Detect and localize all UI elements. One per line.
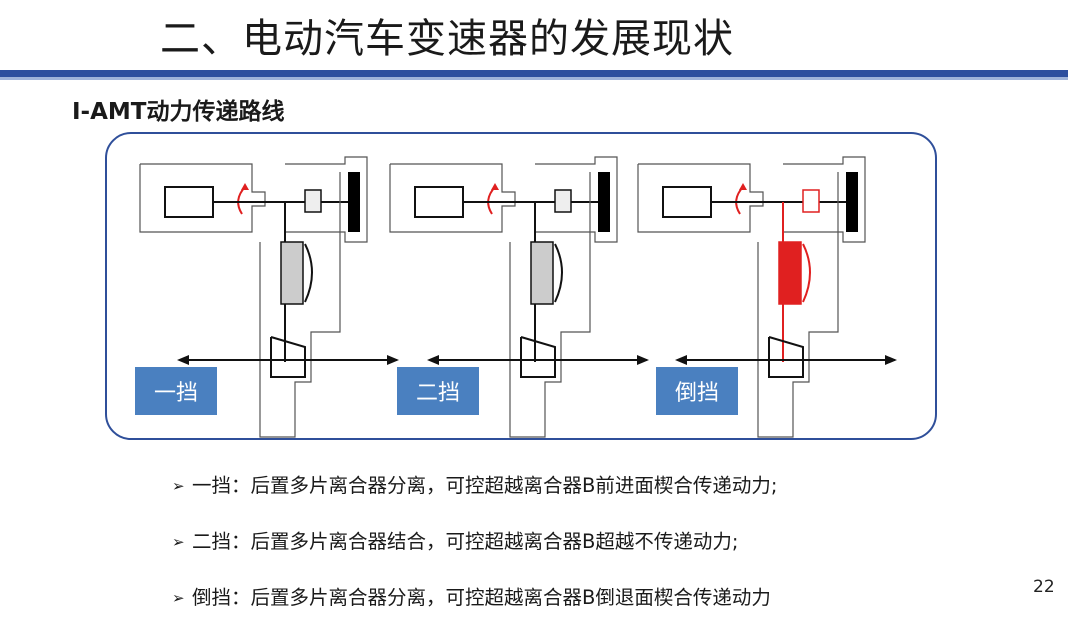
section-subtitle: I-AMT动力传递路线	[72, 99, 285, 125]
outer-case	[259, 172, 341, 438]
multi-plate-clutch	[530, 241, 554, 305]
motor-housing	[389, 163, 516, 233]
bullet-list: ➢ 一挡：后置多片离合器分离，可控超越离合器B前进面楔合传递动力; ➢ 二挡：后置多…	[172, 458, 777, 626]
brake-block	[598, 172, 610, 232]
differential	[270, 336, 306, 378]
motor-housing	[637, 163, 764, 233]
outer-case	[757, 172, 839, 438]
motor-rotor	[414, 186, 464, 218]
rotation-arrow-head-icon	[241, 183, 249, 190]
diagram-frame	[105, 132, 937, 440]
clutch-spring	[802, 243, 811, 303]
clutch-spring	[304, 243, 313, 303]
multi-plate-clutch	[280, 241, 304, 305]
gear-panel	[139, 156, 399, 438]
clutch-spring	[554, 243, 563, 303]
one-way-clutch-b	[802, 189, 820, 213]
output-arrow-left-icon	[675, 355, 687, 365]
slide-title: 二、电动汽车变速器的发展现状	[160, 16, 734, 62]
output-arrow-right-icon	[885, 355, 897, 365]
motor-rotor	[164, 186, 214, 218]
bullet-item: ➢ 二挡：后置多片离合器结合，可控超越离合器B超越不传递动力;	[172, 514, 777, 570]
output-arrow-left-icon	[177, 355, 189, 365]
output-arrow-right-icon	[637, 355, 649, 365]
gear-panel	[389, 156, 649, 438]
gear-badge-second: 二挡	[397, 367, 479, 415]
differential	[520, 336, 556, 378]
gear-badge-first: 一挡	[135, 367, 217, 415]
gear-badge-reverse: 倒挡	[656, 367, 738, 415]
rotation-arrow-icon	[487, 186, 496, 215]
rotation-arrow-icon	[237, 186, 246, 215]
bullet-text: 倒挡：后置多片离合器分离，可控超越离合器B倒退面楔合传递动力	[192, 586, 771, 609]
differential	[768, 336, 804, 378]
gearbox-housing	[285, 156, 368, 243]
gear-panel	[637, 156, 897, 438]
one-way-clutch-b	[304, 189, 322, 213]
page-number: 22	[1033, 577, 1055, 597]
motor-housing	[139, 163, 266, 233]
brake-block	[348, 172, 360, 232]
bullet-arrow-icon: ➢	[172, 533, 185, 551]
bullet-arrow-icon: ➢	[172, 477, 185, 495]
brake-block	[846, 172, 858, 232]
gearbox-housing	[783, 156, 866, 243]
output-arrow-right-icon	[387, 355, 399, 365]
bullet-item: ➢ 倒挡：后置多片离合器分离，可控超越离合器B倒退面楔合传递动力	[172, 570, 777, 626]
outer-case	[509, 172, 591, 438]
bullet-text: 一挡：后置多片离合器分离，可控超越离合器B前进面楔合传递动力;	[192, 474, 778, 497]
motor-rotor	[662, 186, 712, 218]
gearbox-housing	[535, 156, 618, 243]
rotation-arrow-head-icon	[491, 183, 499, 190]
power-flow-diagram	[139, 156, 897, 438]
multi-plate-clutch	[778, 241, 802, 305]
rotation-arrow-head-icon	[739, 183, 747, 190]
bullet-text: 二挡：后置多片离合器结合，可控超越离合器B超越不传递动力;	[192, 530, 739, 553]
bullet-item: ➢ 一挡：后置多片离合器分离，可控超越离合器B前进面楔合传递动力;	[172, 458, 777, 514]
bullet-arrow-icon: ➢	[172, 589, 185, 607]
title-divider	[0, 70, 1068, 77]
output-arrow-left-icon	[427, 355, 439, 365]
one-way-clutch-b	[554, 189, 572, 213]
rotation-arrow-icon	[735, 186, 744, 215]
